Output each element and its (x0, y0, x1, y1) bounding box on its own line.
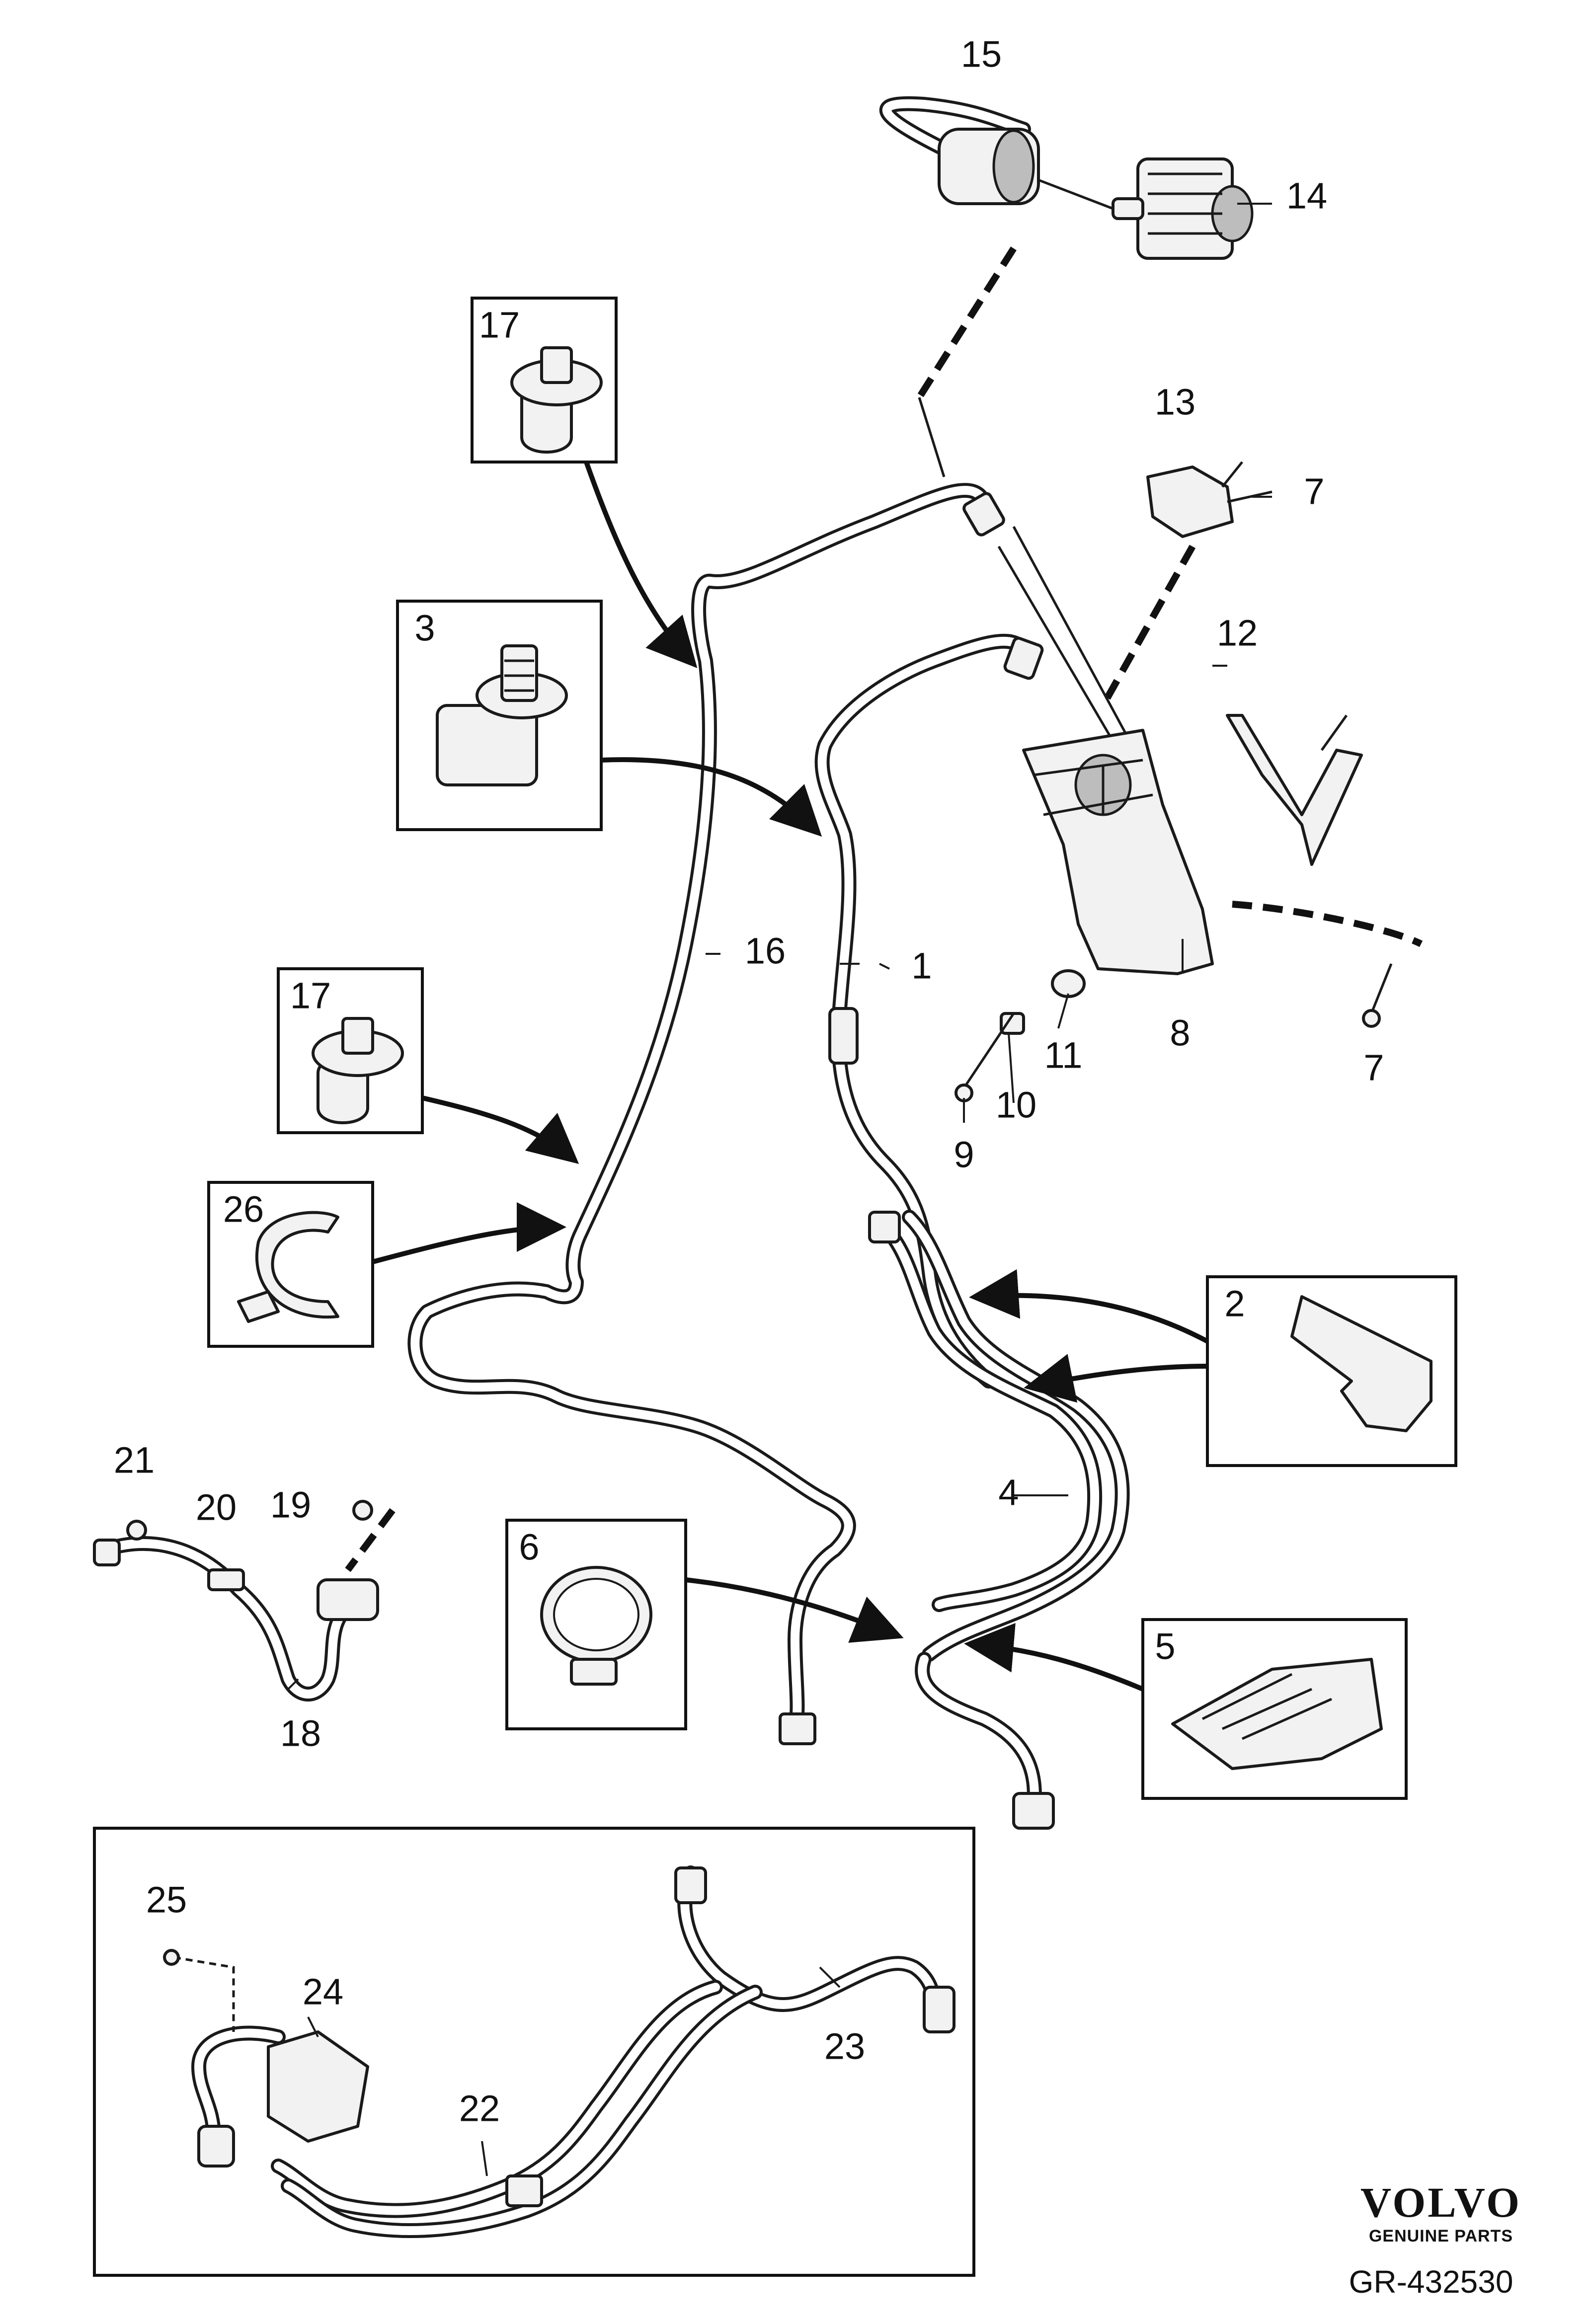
callout-13: 13 (1155, 382, 1195, 423)
callout-18: 18 (280, 1713, 321, 1754)
detail-box-26 (207, 1181, 374, 1348)
callout-14: 14 (1286, 175, 1327, 217)
callout-1: 1 (911, 945, 932, 987)
callout-19: 19 (270, 1484, 311, 1526)
leader-arrow-26 (372, 1202, 566, 1264)
hose-4 (868, 1210, 1130, 1830)
callout-9: 9 (954, 1134, 974, 1175)
callout-4: 4 (998, 1472, 1019, 1513)
callout-26: 26 (223, 1189, 264, 1230)
part-8-evap-canister (1022, 729, 1214, 975)
part-12-bracket (1226, 714, 1363, 866)
callout-16: 16 (745, 930, 786, 972)
leader-arrow-6 (685, 1577, 904, 1643)
part-18-hose (93, 1536, 365, 1702)
dashed-link-13 (1100, 544, 1196, 707)
part-15-filter (879, 96, 1040, 205)
part-19-screw (352, 1500, 373, 1521)
document-id: GR-432530 (1349, 2264, 1513, 2300)
callout-8: 8 (1170, 1012, 1190, 1054)
brand-logo: VOLVO (1360, 2178, 1521, 2226)
detail-box-2 (1206, 1275, 1457, 1467)
callout-11: 11 (1044, 1035, 1083, 1076)
part-21-screw (126, 1520, 147, 1541)
part-13-bracket (1146, 461, 1273, 538)
dashed-link-7 (1232, 901, 1423, 947)
callout-15: 15 (961, 34, 1002, 75)
detail-box-6 (505, 1519, 687, 1730)
brand-tagline: GENUINE PARTS (1369, 2227, 1513, 2246)
leader-arrow-2b (1024, 1354, 1208, 1403)
callout-2: 2 (1224, 1283, 1245, 1324)
hose-16 (407, 483, 1005, 1745)
part-20-clip (207, 1568, 245, 1591)
callout-22: 22 (459, 2088, 500, 2129)
callout-7-bottom: 7 (1363, 1047, 1384, 1088)
leader-lines (287, 203, 1272, 2176)
part-11-grommet (1051, 969, 1086, 998)
callout-21: 21 (114, 1440, 155, 1481)
callout-5: 5 (1155, 1626, 1175, 1667)
detail-box-17-middle (277, 967, 424, 1134)
callout-7-top: 7 (1304, 471, 1324, 512)
part-18-valve (317, 1578, 379, 1621)
leader-arrow-2a (969, 1269, 1209, 1344)
dashed-link-14-15 (916, 157, 1114, 477)
dashed-link-19 (345, 1508, 396, 1572)
callout-20: 20 (196, 1487, 237, 1528)
callout-24: 24 (303, 1971, 343, 2013)
leader-arrow-17-top (584, 461, 698, 668)
part-7-bolt (1362, 963, 1393, 1028)
leader-arrow-17-middle (421, 1095, 579, 1164)
leader-arrow-5 (964, 1623, 1144, 1692)
inset-box-22-25 (93, 1827, 975, 2277)
callout-10: 10 (996, 1085, 1036, 1126)
detail-box-5 (1141, 1618, 1408, 1800)
leader-arrow-3 (601, 757, 822, 837)
part-14-valve (1112, 157, 1254, 260)
callout-23: 23 (824, 2026, 865, 2067)
callout-3: 3 (414, 608, 435, 649)
detail-box-17-top (471, 297, 618, 464)
callout-labels: 1 2 3 4 5 6 7 7 8 9 10 11 12 13 14 15 16… (114, 34, 1384, 2129)
callout-6: 6 (519, 1527, 539, 1568)
callout-25: 25 (146, 1879, 187, 1921)
callout-17-middle: 17 (290, 975, 331, 1016)
brand-block: VOLVO GENUINE PARTS GR-432530 (1349, 2178, 1521, 2300)
callout-17-top: 17 (479, 305, 520, 346)
callout-12: 12 (1217, 613, 1258, 654)
detail-box-3 (396, 600, 603, 831)
